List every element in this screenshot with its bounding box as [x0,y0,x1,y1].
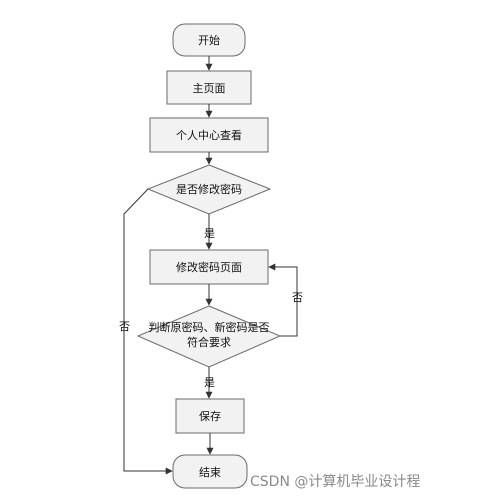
node-save: 保存 [175,398,245,434]
decision-check-label-line1: 判断原密码、新密码是否 [149,320,270,334]
decision-change-password-label: 是否修改密码 [176,182,242,196]
start-label: 开始 [198,33,220,47]
watermark: CSDN @计算机毕业设计程 [250,474,420,490]
save-label: 保存 [199,409,221,423]
main-page-label: 主页面 [193,82,226,95]
node-start: 开始 [172,23,246,57]
end-label: 结束 [199,466,221,479]
node-end: 结束 [172,454,248,489]
edge-decision-no [123,188,173,475]
edge-label-check-no: 否 [292,291,303,304]
change-password-page-label: 修改密码页面 [176,260,242,274]
personal-center-label: 个人中心查看 [176,128,242,142]
node-change-password-page: 修改密码页面 [149,249,269,285]
edge-label-check-yes: 是 [204,376,215,389]
node-main-page: 主页面 [166,70,252,105]
decision-check-label-line2: 符合要求 [187,335,231,349]
decision-change-password: 是否修改密码 [146,164,272,215]
decision-check-password: 判断原密码、新密码是否 符合要求 [136,305,282,368]
edge-check-no [268,263,298,337]
edge-label-change-yes: 是 [204,227,215,240]
edge-label-change-no: 否 [119,320,130,333]
node-personal-center: 个人中心查看 [149,117,269,153]
